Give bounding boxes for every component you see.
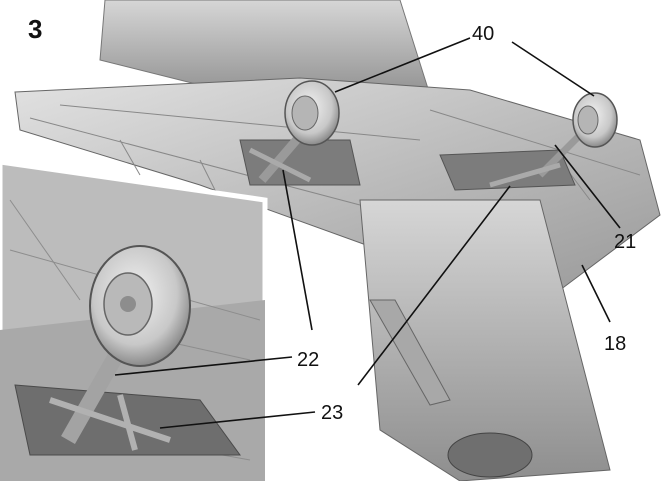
right-gear-bay xyxy=(439,149,576,191)
leader-40-left xyxy=(334,37,471,93)
leader-23-inset xyxy=(159,411,316,429)
leader-21 xyxy=(554,144,621,229)
right-main-gear xyxy=(489,92,618,188)
callout-21: 21 xyxy=(614,231,636,253)
leader-23-main xyxy=(357,185,511,386)
engine-nozzle xyxy=(447,432,533,478)
leader-lines xyxy=(114,37,621,429)
leader-18 xyxy=(581,264,611,323)
callout-40: 40 xyxy=(472,23,494,45)
inset-detail xyxy=(0,159,268,481)
callout-18: 18 xyxy=(604,333,626,355)
leader-22-inset xyxy=(114,356,293,376)
leader-40-right xyxy=(511,41,595,97)
callout-22: 22 xyxy=(297,349,319,371)
ventral-fin xyxy=(369,299,451,406)
left-main-gear xyxy=(248,80,340,183)
callout-23: 23 xyxy=(321,402,343,424)
step-number: 3 xyxy=(28,14,42,44)
leader-22-main xyxy=(282,169,313,331)
fuselage-lower xyxy=(359,199,611,481)
left-gear-bay xyxy=(239,139,361,186)
